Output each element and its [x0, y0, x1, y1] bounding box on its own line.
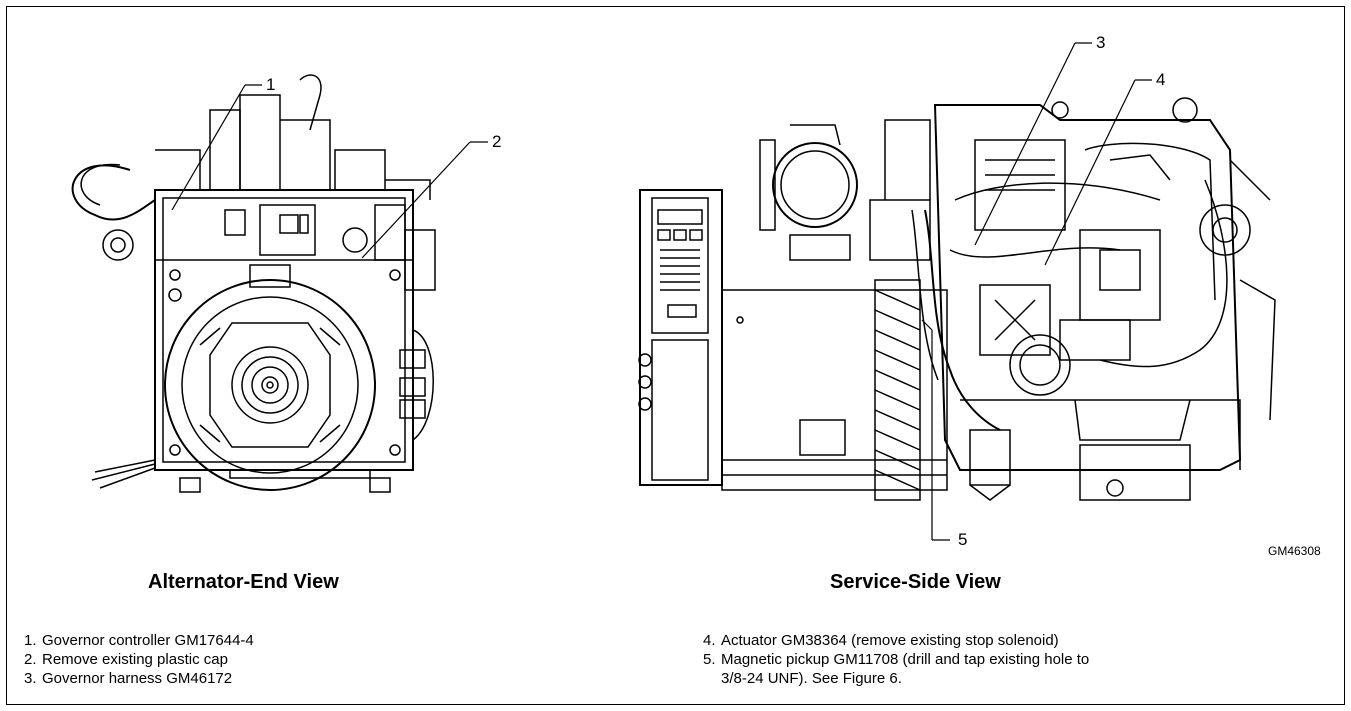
service-side-view-title: Service-Side View [830, 571, 1001, 593]
figure-frame [6, 6, 1345, 705]
callout-3: 3 [1096, 33, 1106, 52]
alternator-end-view-title: Alternator-End View [148, 571, 339, 593]
service-side-drawing [638, 97, 1276, 501]
callout-4: 4 [1156, 70, 1166, 89]
legend-item: 4.Actuator GM38364 (remove existing stop… [703, 632, 1059, 649]
alternator-end-drawing [71, 74, 436, 493]
callout-5: 5 [958, 530, 968, 549]
legend-item: 1.Governor controller GM17644-4 [24, 632, 254, 649]
legend-item: 2.Remove existing plastic cap [24, 651, 228, 668]
callout-1: 1 [266, 75, 276, 94]
legend-item: 3.Governor harness GM46172 [24, 670, 233, 687]
drawing-id: GM46308 [1268, 544, 1321, 558]
legend-item-continuation: 3/8-24 UNF). See Figure 6. [721, 670, 902, 687]
callout-2: 2 [492, 132, 502, 151]
legend-item: 5.Magnetic pickup GM11708 (drill and tap… [703, 651, 1090, 668]
